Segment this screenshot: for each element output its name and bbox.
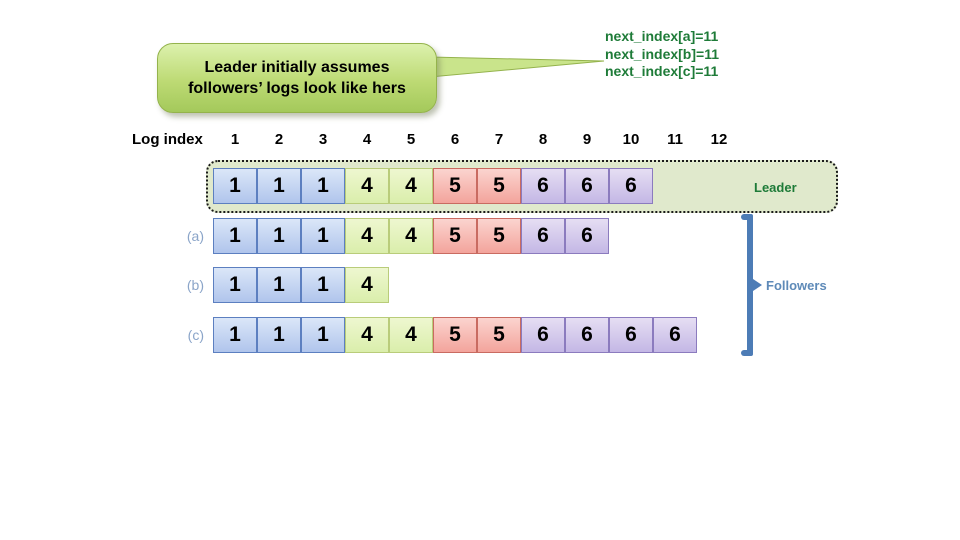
log-entry-cell: 1 xyxy=(301,267,345,303)
row-label-c: (c) xyxy=(187,327,204,343)
row-label-a: (a) xyxy=(186,228,204,244)
log-entry-cell: 1 xyxy=(301,168,345,204)
log-index-number: 8 xyxy=(538,131,548,148)
log-entry-cell: 1 xyxy=(301,218,345,254)
next-index-line: next_index[a]=11 xyxy=(605,28,719,44)
log-index-label: Log index xyxy=(132,131,203,148)
log-index-number: 6 xyxy=(450,131,460,148)
log-entry-cell: 5 xyxy=(477,317,521,353)
log-index-number: 5 xyxy=(406,131,416,148)
log-entry-cell: 6 xyxy=(609,168,653,204)
log-entry-cell: 6 xyxy=(521,317,565,353)
log-entry-cell: 4 xyxy=(389,168,433,204)
callout-text-line2: followers’ logs look like hers xyxy=(188,80,406,97)
log-entry-cell: 4 xyxy=(345,267,389,303)
log-entry-cell: 5 xyxy=(477,218,521,254)
row-label-b: (b) xyxy=(186,277,204,293)
log-entry-cell: 4 xyxy=(389,218,433,254)
log-entry-cell: 1 xyxy=(257,168,301,204)
next-index-line: next_index[c]=11 xyxy=(605,63,719,79)
log-entry-cell: 1 xyxy=(213,267,257,303)
log-entry-cell: 5 xyxy=(433,317,477,353)
callout-tail xyxy=(429,56,605,78)
log-entry-cell: 4 xyxy=(345,168,389,204)
log-entry-cell: 1 xyxy=(213,317,257,353)
log-index-number: 1 xyxy=(230,131,240,148)
log-entry-cell: 1 xyxy=(301,317,345,353)
log-entry-cell: 6 xyxy=(565,218,609,254)
log-entry-cell: 5 xyxy=(477,168,521,204)
log-entry-cell: 6 xyxy=(565,317,609,353)
log-entry-cell: 1 xyxy=(257,267,301,303)
followers-bracket-hook-bottom xyxy=(741,350,753,356)
log-index-number: 12 xyxy=(710,131,728,148)
log-entry-cell: 4 xyxy=(345,317,389,353)
next-index-line: next_index[b]=11 xyxy=(605,45,719,62)
log-entry-cell: 1 xyxy=(213,168,257,204)
log-entry-cell: 4 xyxy=(345,218,389,254)
log-index-number: 4 xyxy=(362,131,372,148)
log-index-number: 9 xyxy=(582,131,592,148)
followers-bracket-bar xyxy=(747,214,753,356)
log-index-number: 2 xyxy=(274,131,284,148)
log-entry-cell: 6 xyxy=(521,218,565,254)
log-index-number: 7 xyxy=(494,131,504,148)
log-index-number: 11 xyxy=(667,131,683,148)
callout-text-line1: Leader initially assumes xyxy=(204,59,390,76)
log-entry-cell: 6 xyxy=(565,168,609,204)
followers-bracket-hook-top xyxy=(741,214,753,220)
log-entry-cell: 4 xyxy=(389,317,433,353)
followers-bracket-arrow xyxy=(753,279,762,291)
log-entry-cell: 5 xyxy=(433,218,477,254)
log-index-number: 10 xyxy=(622,131,640,148)
leader-label: Leader xyxy=(754,180,797,195)
log-entry-cell: 5 xyxy=(433,168,477,204)
log-index-number: 3 xyxy=(318,131,328,148)
followers-label: Followers xyxy=(766,278,827,293)
log-entry-cell: 6 xyxy=(653,317,697,353)
log-entry-cell: 1 xyxy=(257,218,301,254)
log-entry-cell: 6 xyxy=(609,317,653,353)
log-entry-cell: 6 xyxy=(521,168,565,204)
log-entry-cell: 1 xyxy=(213,218,257,254)
callout-bubble: Leader initially assumes followers’ logs… xyxy=(157,43,437,113)
log-entry-cell: 1 xyxy=(257,317,301,353)
